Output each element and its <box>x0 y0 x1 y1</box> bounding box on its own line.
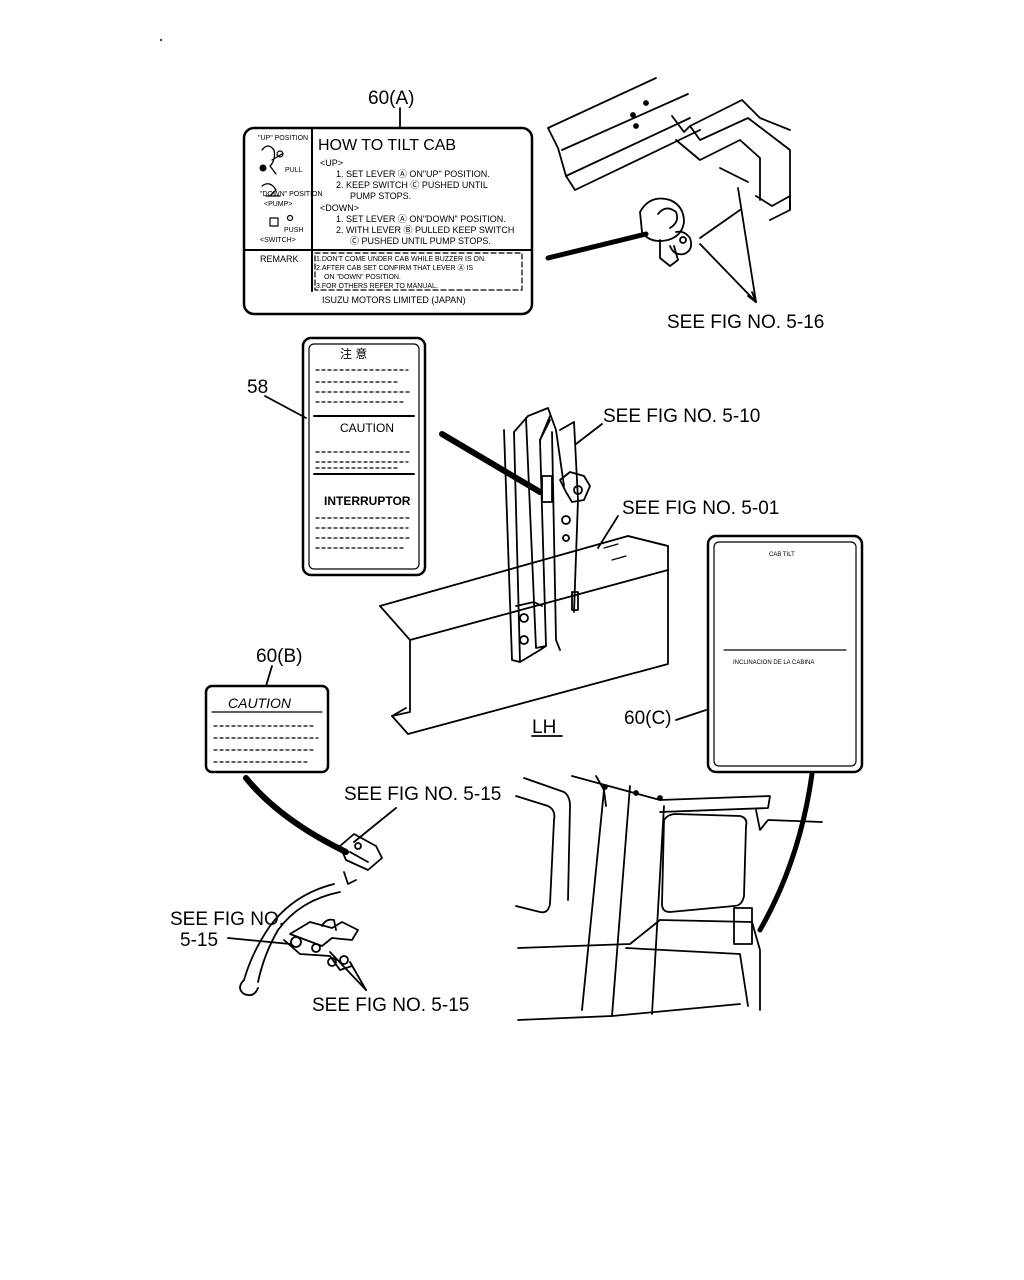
label-60a-pull: PULL <box>285 167 303 174</box>
pillar-rail-assembly <box>379 407 669 735</box>
label-58-kanji: 注 意 <box>340 346 367 361</box>
leader-5-16 <box>699 187 757 303</box>
label-60a-title: HOW TO TILT CAB <box>318 137 456 154</box>
label-58 <box>301 336 427 577</box>
label-60a-remark-2b: ON "DOWN" POSITION. <box>324 274 401 281</box>
label-60c-top: CAB TILT <box>769 552 795 558</box>
callout-58: 58 <box>247 377 268 398</box>
callout-see-5-15-bottom: SEE FIG NO. 5-15 <box>312 995 469 1016</box>
callout-60c: 60(C) <box>624 708 672 729</box>
cab-interior <box>515 775 823 1021</box>
label-60a-down-position: "DOWN" POSITION <box>260 191 323 198</box>
label-60c-bottom: INCLINACION DE LA CABINA <box>733 660 814 666</box>
label-60a-up-position: "UP" POSITION <box>258 135 308 142</box>
leader-58-cord <box>439 431 543 495</box>
label-60a-up-1: 1. SET LEVER Ⓐ ON"UP" POSITION. <box>336 169 490 179</box>
label-60b-caution: CAUTION <box>228 695 292 711</box>
label-60a-remark-1: 1.DON'T COME UNDER CAB WHILE BUZZER IS O… <box>316 256 486 263</box>
label-60a-down-2: 2. WITH LEVER Ⓑ PULLED KEEP SWITCH <box>336 225 514 235</box>
label-60a-push: PUSH <box>284 227 303 234</box>
callout-see-5-15-left-1: SEE FIG NO. <box>170 909 284 930</box>
leader-58 <box>264 395 307 419</box>
label-60b <box>204 684 330 774</box>
label-60a-down: <DOWN> <box>320 203 359 213</box>
label-60a-remark: REMARK <box>260 254 299 264</box>
callout-see-5-15-left-2: 5-15 <box>180 930 218 951</box>
leader-60b <box>265 665 273 687</box>
tilt-lever-assembly <box>239 833 383 997</box>
callout-60b: 60(B) <box>256 646 302 667</box>
label-60a-up: <UP> <box>320 158 343 168</box>
label-60a-down-2b: Ⓒ PUSHED UNTIL PUMP STOPS. <box>350 236 491 246</box>
callout-see-5-15-top: SEE FIG NO. 5-15 <box>344 784 501 805</box>
leader-5-10 <box>575 423 603 445</box>
label-60a-switch: <SWITCH> <box>260 237 296 244</box>
callout-see-5-10: SEE FIG NO. 5-10 <box>603 406 760 427</box>
frame-pump-assembly <box>547 77 791 267</box>
leader-60c <box>675 709 707 721</box>
leader-5-15-bottom <box>329 951 367 991</box>
label-60a <box>242 126 534 316</box>
label-60a-down-1: 1. SET LEVER Ⓐ ON"DOWN" POSITION. <box>336 214 506 224</box>
label-60a-up-2b: PUMP STOPS. <box>350 191 411 201</box>
label-58-interruptor: INTERRUPTOR <box>324 494 411 508</box>
lh-label: LH <box>532 717 556 738</box>
leader-5-15-left <box>227 937 291 945</box>
label-60a-pump: <PUMP> <box>264 201 292 208</box>
callout-60a: 60(A) <box>368 88 414 109</box>
label-60a-maker: ISUZU MOTORS LIMITED (JAPAN) <box>322 295 466 305</box>
leader-60b-cord <box>243 775 349 855</box>
callout-see-5-01: SEE FIG NO. 5-01 <box>622 498 779 519</box>
label-58-caution: CAUTION <box>340 421 394 435</box>
leader-pump-cord <box>545 231 649 261</box>
label-60a-remark-3: 3.FOR OTHERS REFER TO MANUAL. <box>316 283 438 290</box>
leader-60c-cord <box>757 771 815 933</box>
leader-5-15-top <box>353 807 397 843</box>
label-60c <box>706 534 864 774</box>
leader-5-01 <box>597 515 619 549</box>
label-60a-remark-2: 2.AFTER CAB SET CONFIRM THAT LEVER Ⓐ IS <box>316 264 473 272</box>
label-60a-up-2: 2. KEEP SWITCH Ⓒ PUSHED UNTIL <box>336 180 488 190</box>
callout-see-5-16: SEE FIG NO. 5-16 <box>667 312 824 333</box>
